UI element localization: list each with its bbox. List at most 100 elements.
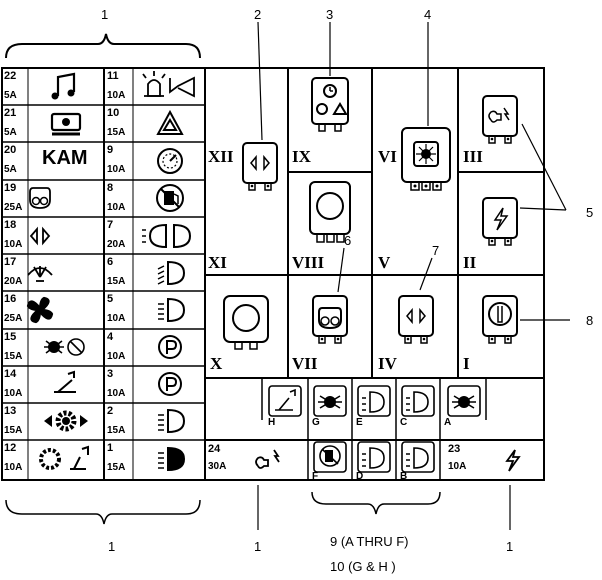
fuse-22-amp: 5A <box>4 90 17 101</box>
top-bracket <box>5 33 201 59</box>
kam-label: KAM <box>42 147 88 169</box>
relay-iii-label: III <box>463 147 483 166</box>
relay-xi-label: XI <box>208 253 227 272</box>
fuse-3-number: 3 <box>107 368 114 380</box>
callout-3: 3 <box>326 7 334 22</box>
fuse-16-number: 16 <box>4 293 17 305</box>
diode-a-insect-icon <box>447 385 481 417</box>
relay-viii <box>309 181 351 243</box>
relay-viii-label: VIII <box>292 253 325 272</box>
gauge-icon <box>157 148 183 174</box>
diode-b-label: B <box>400 471 408 482</box>
callout-6: 6 <box>344 233 352 248</box>
turn-signal-icon <box>29 226 51 246</box>
relay-grid <box>205 68 545 480</box>
callout-1-top: 1 <box>101 7 109 22</box>
relay-ii <box>482 197 518 246</box>
diode-e-label: E <box>356 417 363 428</box>
diode-a-label: A <box>444 417 452 428</box>
callout-2: 2 <box>254 7 262 22</box>
fuse-13-amp: 15A <box>4 425 23 436</box>
lamp-icon <box>158 408 186 434</box>
diode-f-label: F <box>312 471 319 482</box>
fuse-8-amp: 10A <box>107 202 126 213</box>
insect-icons <box>44 338 85 356</box>
music-icon <box>51 72 76 100</box>
fuse-23-number: 23 <box>448 443 461 455</box>
fuse-1-amp: 15A <box>107 462 126 473</box>
power-seat-icon <box>54 370 76 393</box>
fuse-2-amp: 15A <box>107 425 126 436</box>
fuse-13-number: 13 <box>4 405 17 417</box>
rear-defrost-icon <box>50 112 82 136</box>
fuse-20-amp: 5A <box>4 164 17 175</box>
fuse-icons <box>26 71 521 473</box>
fuse-18-number: 18 <box>4 219 17 231</box>
relay-ix-label: IX <box>292 147 311 166</box>
relay-i <box>482 295 518 344</box>
diode-g-insect-icon <box>313 385 347 417</box>
fuse-6-number: 6 <box>107 256 114 268</box>
callout-1-bottom-mid: 1 <box>254 539 262 554</box>
fuse-17-number: 17 <box>4 256 17 268</box>
diode-d-label: D <box>356 471 364 482</box>
hazard-icon <box>156 109 184 135</box>
bottom-brackets <box>5 491 441 525</box>
caption-line-1: 9 (A THRU F) <box>330 534 409 549</box>
fuse-22-number: 22 <box>4 70 17 82</box>
callout-5: 5 <box>586 205 594 220</box>
relay-xii-label: XII <box>208 147 234 166</box>
relay-iv-label: IV <box>378 354 397 373</box>
blower-icon <box>29 187 51 209</box>
fuse-18-amp: 10A <box>4 239 23 250</box>
relay-x-label: X <box>210 354 223 373</box>
fuse-9-amp: 10A <box>107 164 126 175</box>
fuse-4-number: 4 <box>107 331 114 343</box>
high-beam-icon <box>158 297 186 323</box>
fuse-grid-rows <box>2 104 205 441</box>
relay-ii-label: II <box>463 253 477 272</box>
relay-xii <box>242 142 278 191</box>
gear-seat-icon <box>39 445 89 470</box>
callout-1-bottom-right: 1 <box>506 539 514 554</box>
callout-1-bottom-left: 1 <box>108 539 116 554</box>
diode-h-seat-icon <box>268 385 302 417</box>
relay-ix <box>311 77 349 132</box>
fuse-11-number: 11 <box>107 70 119 82</box>
relay-vi-label: VI <box>378 147 397 166</box>
fuse-7-amp: 20A <box>107 239 126 250</box>
fuse-24-amp: 30A <box>208 461 227 472</box>
fuse-3-amp: 10A <box>107 388 126 399</box>
fuse-8-number: 8 <box>107 182 114 194</box>
diode-e-lamp-icon <box>357 385 391 417</box>
diode-c-label: C <box>400 417 408 428</box>
parking-lamp-icon <box>158 372 182 396</box>
headlamps-icon <box>142 223 192 249</box>
callout-leaders <box>257 21 570 530</box>
diode-g-label: G <box>312 417 320 428</box>
diode-d-lamp-icon <box>357 441 391 473</box>
diode-h-label: H <box>268 417 276 428</box>
fuse-21-amp: 5A <box>4 127 17 138</box>
relay-i-label: I <box>463 354 470 373</box>
fuse-11-amp: 10A <box>107 90 126 101</box>
fuse-14-number: 14 <box>4 368 17 380</box>
fuse-15-amp: 15A <box>4 351 23 362</box>
relay-vii <box>312 295 348 344</box>
fuse-19-amp: 25A <box>4 202 23 213</box>
relay-iv <box>398 295 434 344</box>
abs-gear-icon <box>44 410 88 432</box>
fuse-23-amp: 10A <box>448 461 467 472</box>
relay-v-label: V <box>378 253 391 272</box>
relay-vii-label: VII <box>292 354 318 373</box>
relay-x <box>223 295 269 350</box>
fuse-4-amp: 10A <box>107 351 126 362</box>
fuse-20-number: 20 <box>4 144 17 156</box>
fuse-10-number: 10 <box>107 107 120 119</box>
diode-b-lamp-icon <box>401 441 435 473</box>
power-icon <box>505 449 521 472</box>
fuse-14-amp: 10A <box>4 388 23 399</box>
fuse-24-number: 24 <box>208 443 221 455</box>
lamp-1-icon <box>158 446 186 472</box>
